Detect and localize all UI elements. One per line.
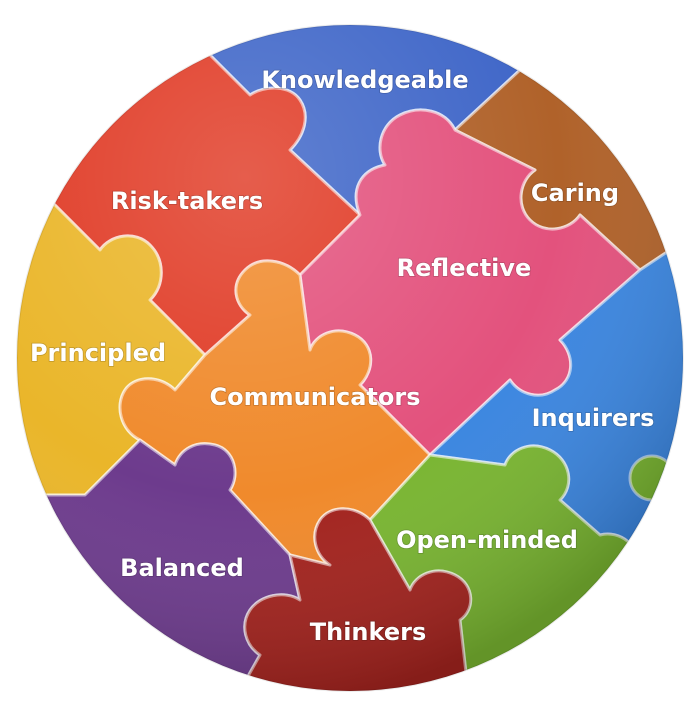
label-communicators: Communicators [209, 383, 420, 411]
label-caring: Caring [531, 179, 619, 207]
label-reflective: Reflective [397, 254, 532, 282]
label-balanced: Balanced [120, 554, 244, 582]
label-inquirers: Inquirers [532, 404, 655, 432]
label-thinkers: Thinkers [310, 618, 426, 646]
label-knowledgeable: Knowledgeable [261, 66, 468, 94]
label-risk-takers: Risk-takers [111, 187, 263, 215]
puzzle-labels: Knowledgeable Risk-takers Caring Reflect… [29, 65, 655, 647]
label-open-minded: Open-minded [396, 526, 578, 554]
label-principled: Principled [30, 339, 166, 367]
circle-outline [16, 24, 684, 692]
